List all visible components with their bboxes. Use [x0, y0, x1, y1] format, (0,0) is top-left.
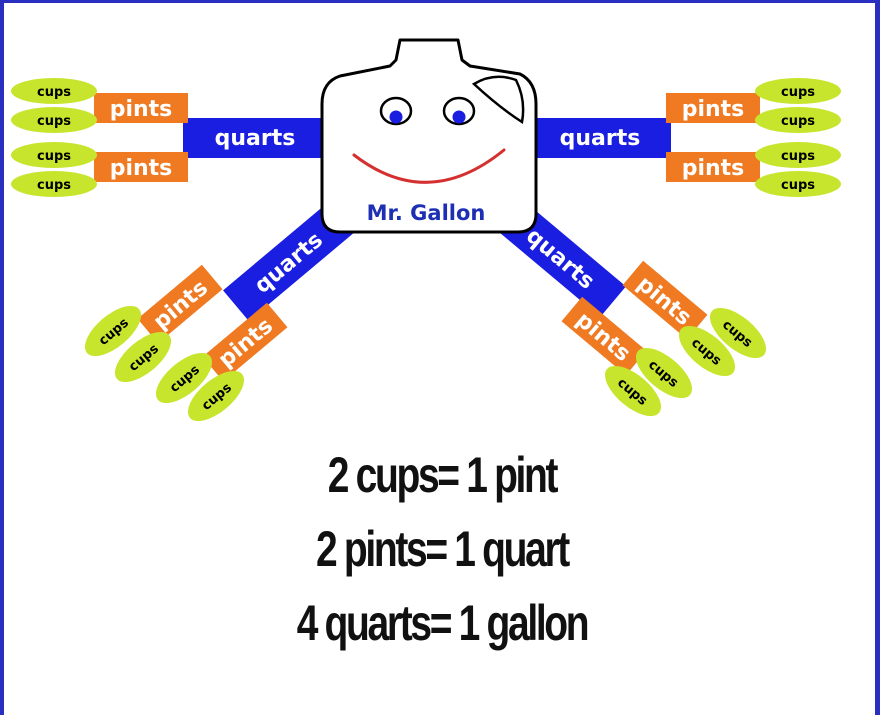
cups-label: cups	[781, 149, 815, 164]
smile	[352, 148, 506, 184]
left-eye	[379, 96, 413, 126]
pints-label: pints	[110, 97, 173, 122]
arm-top-right: quarts pints pints cups cups cups cups	[528, 78, 841, 197]
cups-oval: cups	[84, 305, 142, 357]
cups-label: cups	[37, 85, 71, 100]
quarts-label: quarts	[215, 126, 296, 151]
cups-label: cups	[781, 178, 815, 193]
cups-label: cups	[781, 114, 815, 129]
pints-box: pints	[666, 152, 760, 182]
pints-label: pints	[682, 97, 745, 122]
cups-oval: cups	[755, 171, 841, 197]
quarts-label: quarts	[560, 126, 641, 151]
equation-pints-quart: 2 pints= 1 quart	[316, 521, 570, 577]
cups-oval: cups	[755, 78, 841, 104]
cups-oval: cups	[187, 370, 245, 422]
gallon-jug: Mr. Gallon	[320, 38, 538, 234]
jug-handle	[471, 75, 525, 125]
quarts-box-top-left: quarts	[183, 118, 327, 158]
pints-box: pints	[137, 264, 223, 344]
cups-label: cups	[37, 149, 71, 164]
conversion-equations: 2 cups= 1 pint 2 pints= 1 quart 4 quarts…	[0, 438, 884, 660]
arm-bottom-right: quarts pints pints cups cups cups cups	[496, 198, 767, 417]
cups-oval: cups	[11, 142, 97, 168]
pints-box: pints	[94, 152, 188, 182]
cups-oval: cups	[709, 307, 767, 359]
equation-cups-pint: 2 cups= 1 pint	[327, 447, 559, 503]
cups-oval: cups	[11, 107, 97, 133]
cups-label: cups	[781, 85, 815, 100]
pints-box: pints	[94, 93, 188, 123]
cups-oval: cups	[755, 142, 841, 168]
cups-label: cups	[37, 114, 71, 129]
quarts-box-top-right: quarts	[528, 118, 671, 158]
equation-quarts-gallon: 4 quarts= 1 gallon	[296, 595, 590, 651]
arm-bottom-left: quarts pints pints cups cups cups cups	[84, 202, 353, 422]
cups-oval: cups	[11, 171, 97, 197]
pints-label: pints	[682, 156, 745, 181]
pints-label: pints	[110, 156, 173, 181]
cups-oval: cups	[755, 107, 841, 133]
gallon-label: Mr. Gallon	[367, 201, 486, 225]
cups-label: cups	[37, 178, 71, 193]
pints-box: pints	[666, 93, 760, 123]
right-eye	[442, 96, 476, 126]
arm-top-left: quarts pints pints cups cups cups cups	[11, 78, 327, 197]
cups-oval: cups	[11, 78, 97, 104]
